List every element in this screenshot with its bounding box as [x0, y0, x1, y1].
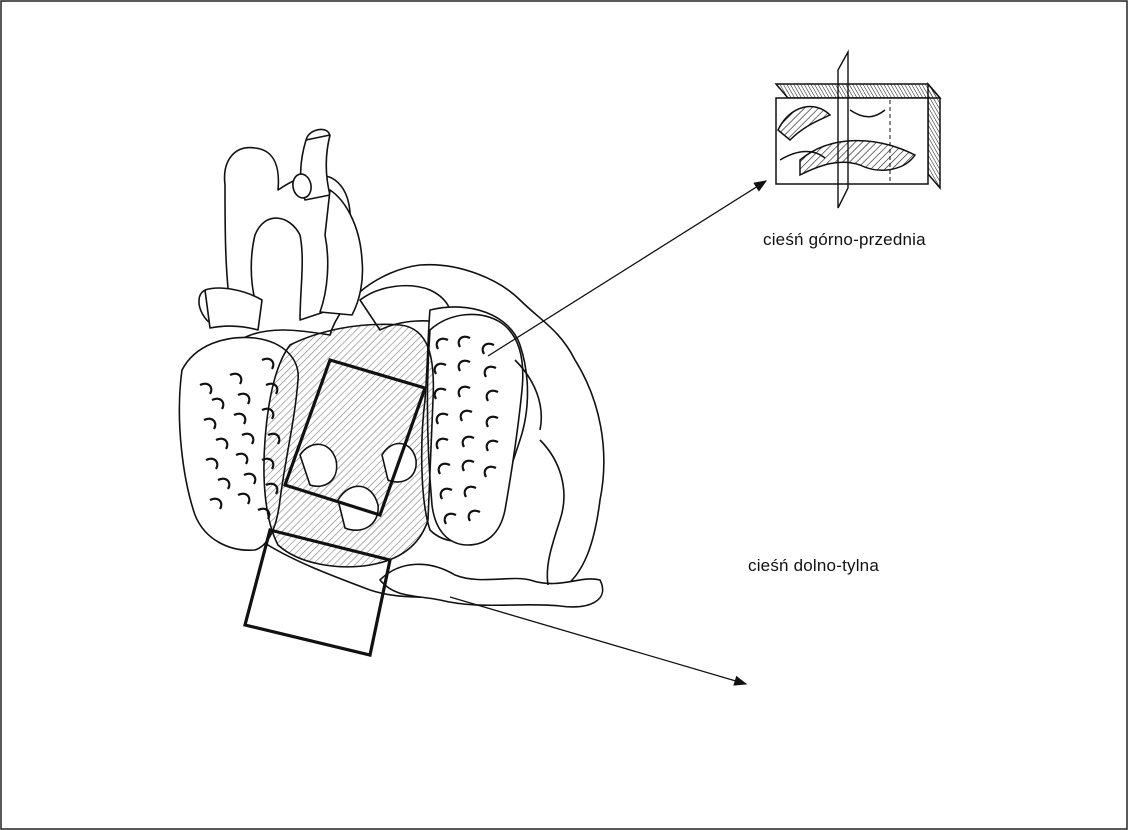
upper-isthmus-label: cieśń górno-przednia [763, 230, 926, 250]
upper-tissue-block [776, 52, 940, 208]
arrow-to-lower [450, 597, 746, 684]
arrow-to-upper [488, 181, 766, 356]
heart-illustration [179, 126, 603, 606]
lower-isthmus-label: cieśń dolno-tylna [748, 556, 879, 576]
